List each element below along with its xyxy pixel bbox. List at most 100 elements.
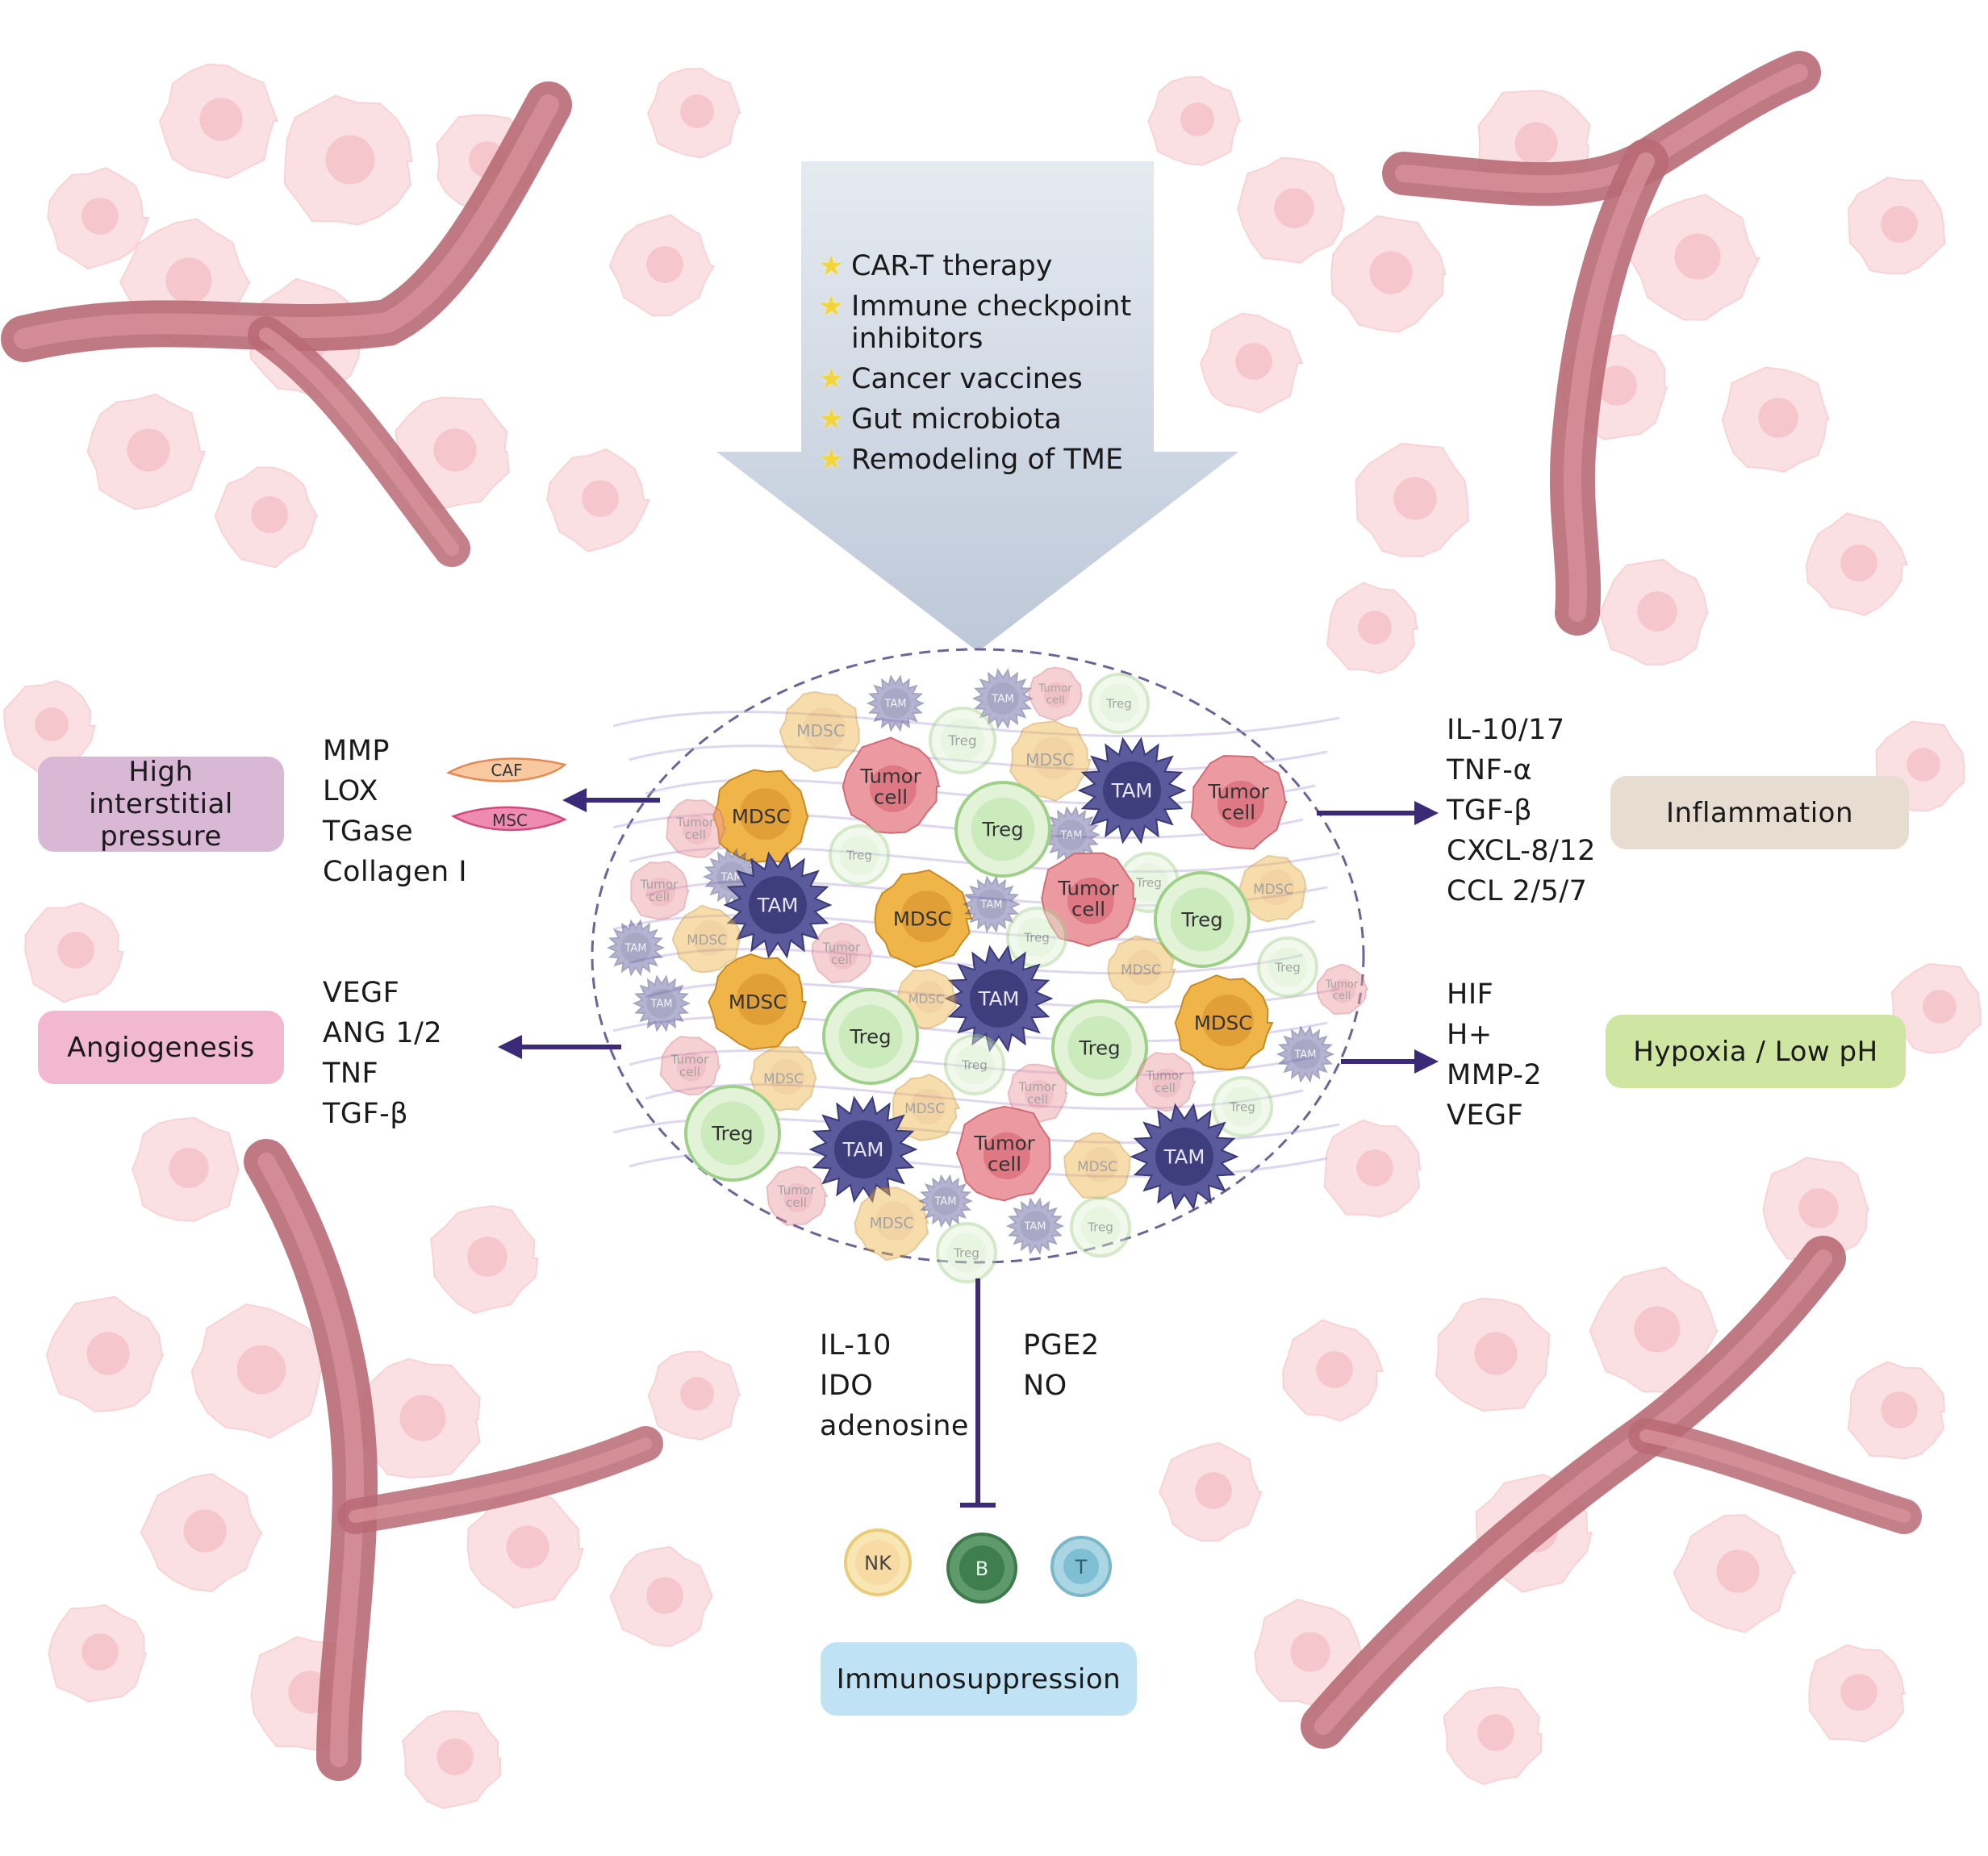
factor-label: CXCL-8/12 [1447, 835, 1596, 867]
cell-type-label: TAM [842, 1138, 884, 1162]
cell-type-label: Treg [849, 1025, 891, 1049]
immunosuppression-box: Immunosuppression [821, 1642, 1137, 1716]
cell-type-label: TAM [649, 999, 672, 1011]
tam-cell: TAM [962, 875, 1021, 933]
factor-label: H+ [1447, 1019, 1493, 1051]
star-icon: ★ [819, 290, 844, 323]
treg-cell: Treg [954, 781, 1051, 878]
cell-type-label: TAM [979, 899, 1002, 911]
factor-label: ANG 1/2 [323, 1017, 443, 1049]
blood-vessel-top-right [1382, 51, 1821, 636]
cell-type-label: MDSC [870, 1215, 914, 1232]
cell-type-label: Treg [1135, 875, 1162, 890]
cell-type-label: MDSC [732, 805, 790, 828]
cell-type-label: TAM [624, 943, 646, 955]
msc-cell: MSC [451, 806, 567, 832]
cell-type-label: Tumor [1325, 979, 1359, 991]
cell-type-label: Tumor [676, 815, 715, 829]
cell-type-label: MDSC [908, 991, 945, 1006]
treg-cell: Treg [929, 707, 996, 774]
tam-cell: TAM [632, 974, 691, 1032]
tam-cell: TAM [606, 919, 666, 977]
cell-type-label: Tumor [822, 940, 861, 954]
factor-label: IL-10/17 [1447, 714, 1565, 746]
therapy-item: ★CAR-T therapy [819, 246, 1142, 286]
immunosuppression-factor-list-left: IL-10 IDO adenosine [820, 1325, 969, 1446]
immunosuppression-factor-list-right: PGE2 NO [1023, 1325, 1100, 1406]
blood-vessel-top-left [1, 81, 572, 567]
mdsc-cell: MDSC [854, 1187, 929, 1262]
cell-type-label: TAM [991, 694, 1014, 706]
cell-type-label: Tumor [859, 765, 921, 788]
blood-vessel-bottom-right [1301, 1236, 1922, 1749]
cell-type-label: cell [649, 890, 670, 904]
therapy-down-arrow [716, 161, 1238, 652]
nk-cell: NK [844, 1529, 912, 1596]
star-icon: ★ [819, 363, 844, 395]
factor-label: HIF [1447, 978, 1494, 1011]
cell-type-label: cell [1046, 694, 1064, 707]
factor-label: VEGF [1447, 1099, 1524, 1132]
tam-cell: TAM [1005, 1197, 1065, 1255]
factor-label: TNF-α [1447, 754, 1532, 786]
cell-type-label: Treg [1180, 908, 1222, 932]
inflammation-factor-list: IL-10/17 TNF-α TGF-β CXCL-8/12 CCL 2/5/7 [1447, 710, 1596, 911]
hypoxia-factor-list: HIF H+ MMP-2 VEGF [1447, 974, 1542, 1136]
cell-type-label: Treg [1229, 1099, 1255, 1114]
cell-type-label: cell [1222, 800, 1255, 824]
cell-type-label: Treg [1274, 960, 1301, 974]
cell-type-label: MDSC [1253, 881, 1293, 897]
tam-cell: TAM [1130, 1103, 1239, 1211]
cell-type-label: Tumor [1146, 1068, 1184, 1082]
treg-cell: Treg [944, 1034, 1005, 1095]
star-icon: ★ [819, 250, 844, 282]
factor-label: TNF [323, 1057, 379, 1090]
tam-cell: TAM [723, 851, 833, 959]
svg-text:NK: NK [864, 1552, 892, 1574]
cell-type-label: TAM [883, 699, 906, 711]
treg-cell: Treg [822, 988, 919, 1085]
cell-type-label: Treg [1023, 930, 1050, 945]
blood-vessel-bottom-left [244, 1139, 663, 1781]
cell-type-label: Treg [953, 1245, 979, 1260]
svg-text:B: B [975, 1558, 988, 1580]
treg-cell: Treg [829, 824, 890, 886]
therapy-item: ★Cancer vaccines [819, 359, 1142, 399]
treg-cell: Treg [1070, 1196, 1131, 1257]
cell-type-label: Tumor [1057, 877, 1119, 900]
cell-type-label: Treg [846, 848, 872, 862]
mdsc-cell: MDSC [1174, 974, 1274, 1071]
cell-type-label: cell [874, 785, 908, 808]
treg-cell: Treg [1257, 936, 1318, 998]
cell-type-label: MDSC [1077, 1158, 1117, 1174]
tam-cell: TAM [918, 1174, 973, 1228]
treg-cell: Treg [1088, 673, 1150, 734]
star-icon: ★ [819, 444, 844, 476]
cell-type-label: TAM [1293, 1049, 1316, 1061]
factor-label: MMP-2 [1447, 1059, 1543, 1091]
star-icon: ★ [819, 403, 844, 436]
factor-label: IDO [820, 1370, 874, 1402]
cell-type-label: cell [786, 1195, 807, 1210]
high-interstitial-pressure-box: High interstitial pressure [38, 756, 284, 853]
cell-type-label: cell [1071, 897, 1105, 920]
cell-type-label: Treg [961, 1057, 988, 1072]
cell-type-label: Tumor [973, 1132, 1035, 1155]
cell-type-label: Treg [711, 1122, 753, 1145]
pressure-factor-list: MMP LOX TGase Collagen I [323, 731, 467, 892]
factor-label: Collagen I [323, 856, 468, 888]
cell-type-label: Tumor [1018, 1079, 1057, 1094]
cell-type-label: cell [685, 828, 706, 842]
cell-type-label: cell [1027, 1092, 1048, 1107]
treg-cell: Treg [1006, 907, 1067, 968]
cell-type-label: TAM [933, 1196, 956, 1208]
cell-type-label: TAM [1163, 1145, 1205, 1169]
